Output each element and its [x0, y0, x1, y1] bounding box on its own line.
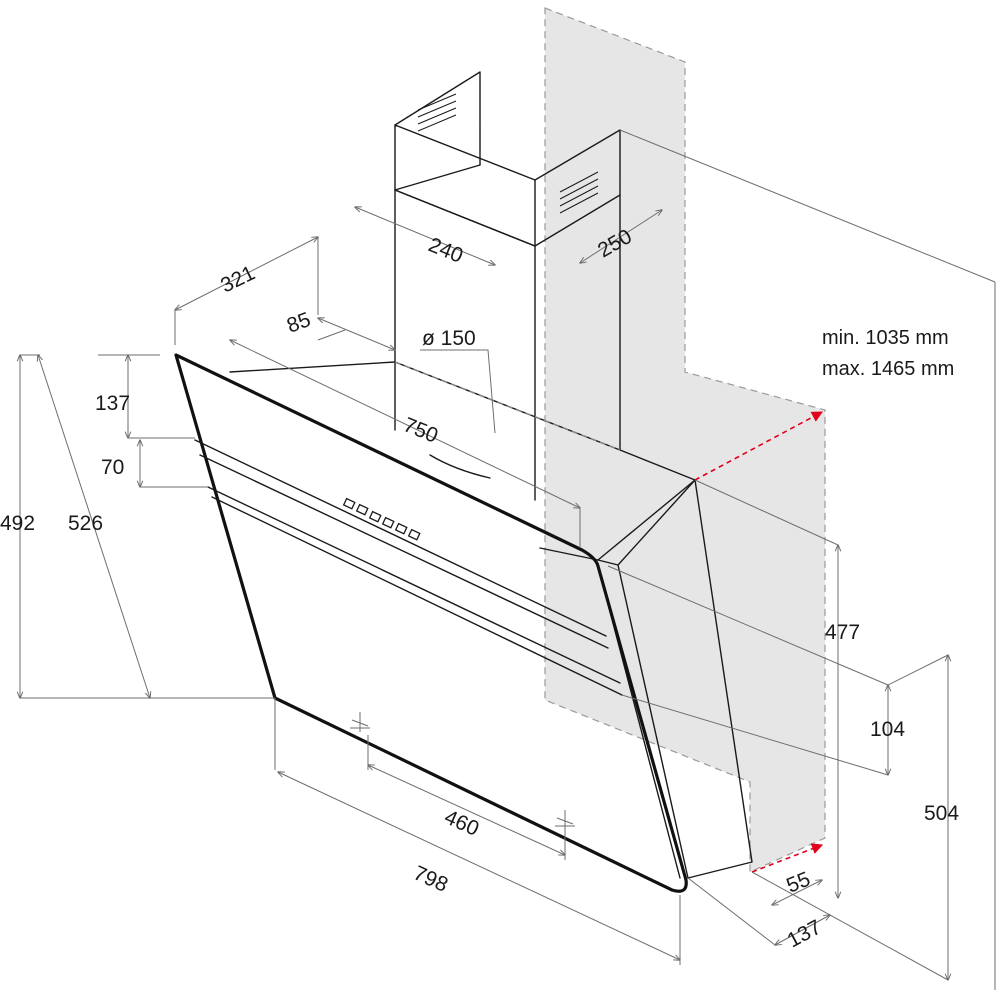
control-button-1[interactable]	[342, 497, 356, 510]
control-button-3[interactable]	[368, 510, 382, 523]
wall-panel	[544, 7, 826, 873]
dim-55: 55	[783, 868, 813, 898]
control-button-6[interactable]	[407, 528, 421, 541]
dim-104: 104	[870, 718, 905, 741]
height-note: min. 1035 mm max. 1465 mm	[822, 327, 954, 380]
dim-492: 492	[0, 512, 35, 535]
dimension-lines	[20, 129, 996, 990]
dim-750: 750	[400, 413, 441, 447]
dim-798: 798	[410, 862, 451, 897]
dim-526: 526	[68, 512, 103, 535]
control-button-5[interactable]	[394, 522, 408, 535]
control-button-4[interactable]	[381, 516, 395, 529]
control-panel	[342, 497, 421, 541]
dim-460: 460	[441, 806, 482, 841]
control-button-2[interactable]	[355, 503, 369, 516]
wall-fixing-arrows	[694, 411, 824, 873]
dim-321: 321	[217, 261, 259, 297]
dim-diameter-150: ø 150	[422, 327, 476, 350]
height-min: min. 1035 mm	[822, 327, 949, 349]
dim-477: 477	[825, 621, 860, 644]
dim-70: 70	[101, 456, 124, 479]
dim-240: 240	[425, 233, 466, 267]
height-max: max. 1465 mm	[822, 358, 954, 380]
dim-504: 504	[924, 802, 959, 825]
dim-85: 85	[284, 308, 314, 338]
dim-137-top: 137	[95, 392, 130, 415]
chimney-vent-slots	[417, 93, 599, 214]
